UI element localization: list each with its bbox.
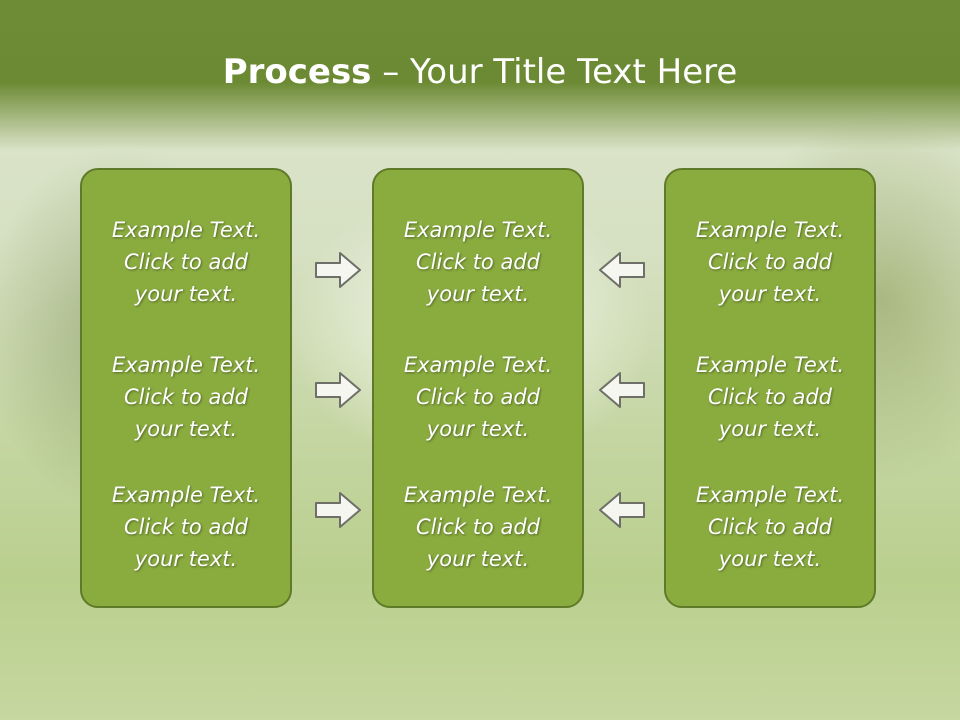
text-block[interactable]: Example Text. Click to add your text. [374,349,582,445]
text-block[interactable]: Example Text. Click to add your text. [374,214,582,310]
text-block[interactable]: Example Text. Click to add your text. [82,479,290,575]
text-line: your text. [426,417,530,441]
title-rest: – Your Title Text Here [371,52,738,92]
text-line: Click to add [415,385,540,409]
text-line: Click to add [415,250,540,274]
title-bar [0,0,960,150]
text-block[interactable]: Example Text. Click to add your text. [666,349,874,445]
text-line: Click to add [707,515,832,539]
text-line: Example Text. [111,218,261,242]
text-block[interactable]: Example Text. Click to add your text. [374,479,582,575]
text-line: your text. [134,547,238,571]
text-line: Example Text. [111,483,261,507]
text-line: Example Text. [695,218,845,242]
arrow-right-icon[interactable] [314,370,362,410]
text-block[interactable]: Example Text. Click to add your text. [666,479,874,575]
arrow-right-icon[interactable] [314,250,362,290]
text-line: your text. [426,547,530,571]
text-line: Example Text. [695,483,845,507]
text-block[interactable]: Example Text. Click to add your text. [82,349,290,445]
process-box-middle[interactable]: Example Text. Click to add your text. Ex… [372,168,584,608]
text-line: Click to add [123,515,248,539]
text-line: your text. [134,417,238,441]
text-line: Example Text. [111,353,261,377]
text-line: Click to add [707,385,832,409]
text-line: Click to add [415,515,540,539]
text-line: Example Text. [403,218,553,242]
text-line: Click to add [707,250,832,274]
text-line: Click to add [123,250,248,274]
text-line: Example Text. [403,353,553,377]
process-box-right[interactable]: Example Text. Click to add your text. Ex… [664,168,876,608]
title-bold: Process [222,52,372,92]
text-line: Example Text. [403,483,553,507]
text-block[interactable]: Example Text. Click to add your text. [82,214,290,310]
arrow-left-icon[interactable] [598,370,646,410]
process-box-left[interactable]: Example Text. Click to add your text. Ex… [80,168,292,608]
text-line: your text. [718,282,822,306]
text-line: your text. [426,282,530,306]
text-line: your text. [718,547,822,571]
arrow-right-icon[interactable] [314,490,362,530]
text-line: Click to add [123,385,248,409]
text-line: your text. [718,417,822,441]
arrow-left-icon[interactable] [598,490,646,530]
arrow-left-icon[interactable] [598,250,646,290]
text-block[interactable]: Example Text. Click to add your text. [666,214,874,310]
text-line: Example Text. [695,353,845,377]
slide-title[interactable]: Process – Your Title Text Here [0,52,960,92]
text-line: your text. [134,282,238,306]
